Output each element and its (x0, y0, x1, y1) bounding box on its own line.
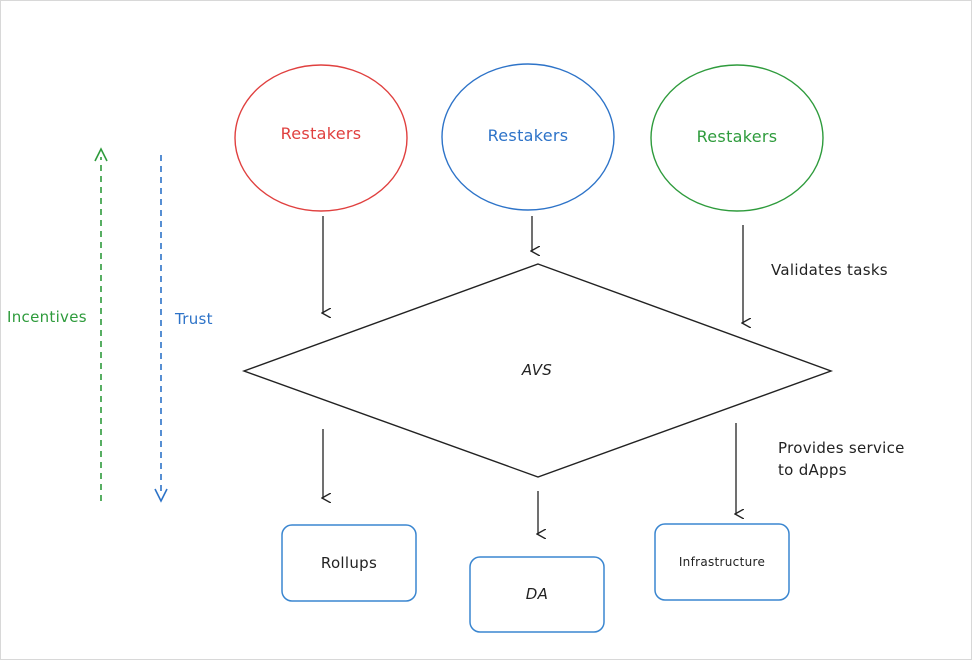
infrastructure-label: Infrastructure (679, 555, 765, 569)
rollups-label: Rollups (321, 554, 377, 572)
avs-label: AVS (521, 361, 552, 379)
da-label: DA (526, 585, 548, 603)
incentives-label: Incentives (7, 308, 87, 326)
avs-diamond (241, 263, 834, 478)
incentives-arrowhead (94, 147, 108, 162)
infrastructure-box (654, 523, 790, 601)
trust-label: Trust (174, 310, 213, 328)
restakers-circle-blue (441, 63, 615, 211)
annotation-validates-tasks: Validates tasks (771, 261, 888, 279)
trust-arrowhead (154, 488, 168, 503)
restakers-label-green: Restakers (697, 127, 778, 146)
restakers-label-red: Restakers (281, 124, 362, 143)
annotation-provides-service-line2: to dApps (778, 461, 847, 479)
restakers-label-blue: Restakers (488, 126, 569, 145)
da-box (469, 556, 605, 633)
restakers-circle-green (650, 64, 824, 212)
restakers-circle-red (234, 64, 408, 212)
annotation-provides-service-line1: Provides service (778, 439, 905, 457)
rollups-box (281, 524, 417, 602)
